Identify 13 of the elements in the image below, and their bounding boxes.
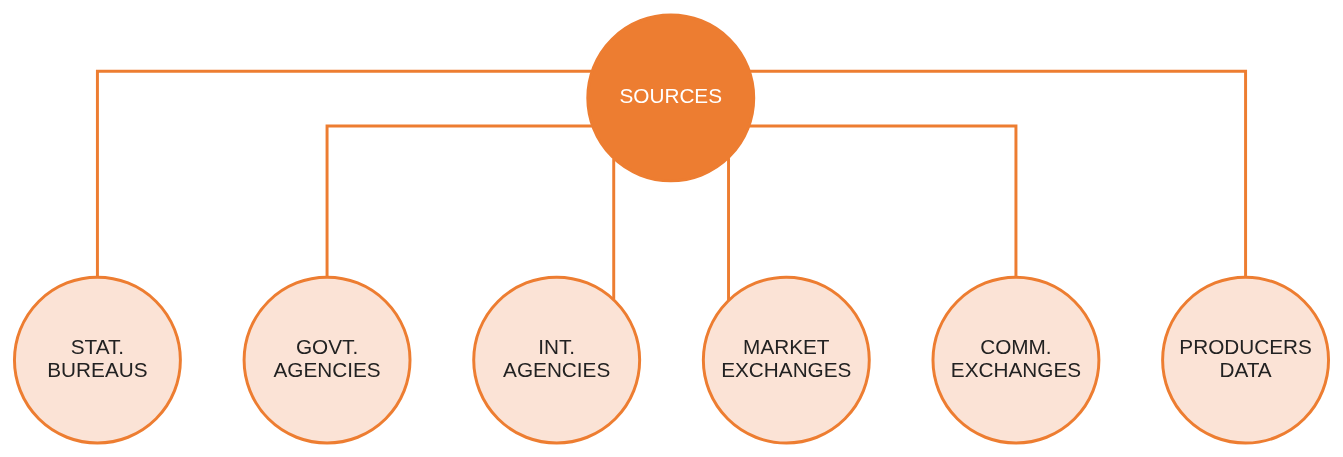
node-circle: COMM. EXCHANGES bbox=[931, 275, 1101, 445]
connector bbox=[612, 158, 616, 300]
connector bbox=[749, 124, 1018, 277]
node-circle: GOVT. AGENCIES bbox=[242, 275, 412, 445]
node-circle: INT. AGENCIES bbox=[472, 275, 642, 445]
connector bbox=[727, 157, 730, 300]
connector bbox=[95, 69, 592, 277]
connector bbox=[325, 124, 593, 277]
node-circle: MARKET EXCHANGES bbox=[701, 275, 871, 445]
node-circle: STAT. BUREAUS bbox=[13, 275, 182, 445]
node-circle: PRODUCERS DATA bbox=[1161, 275, 1330, 445]
node-circle: SOURCES bbox=[586, 12, 756, 182]
connector bbox=[749, 69, 1248, 277]
